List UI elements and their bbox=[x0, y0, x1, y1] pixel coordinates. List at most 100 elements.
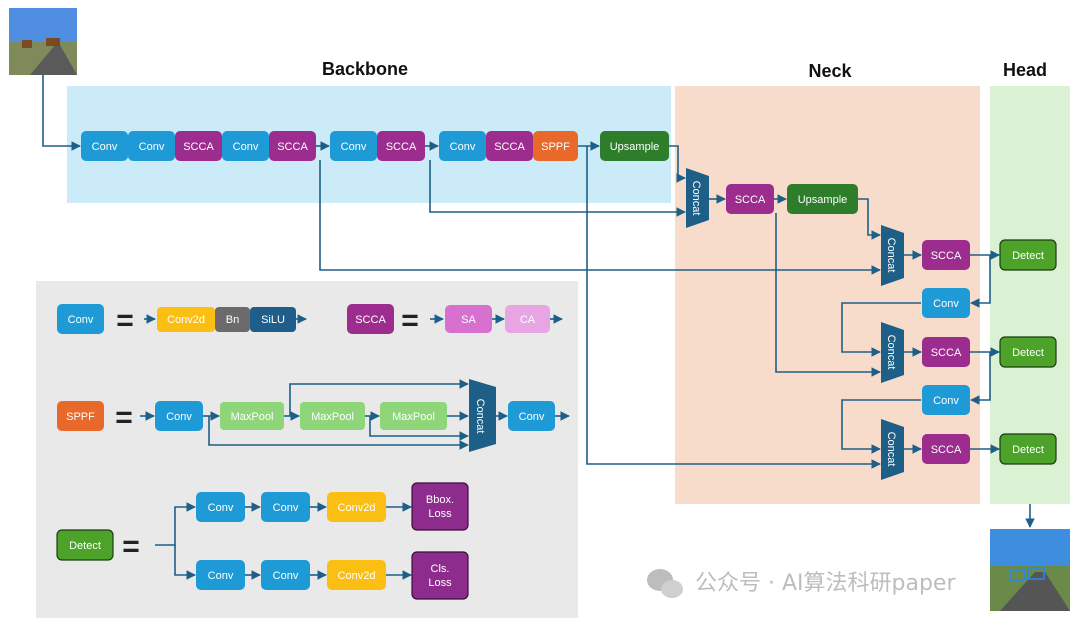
legend-scca-row: SCCA = SA CA bbox=[347, 304, 550, 337]
svg-text:SCCA: SCCA bbox=[931, 250, 962, 262]
svg-text:Concat: Concat bbox=[885, 238, 897, 273]
legend-detect-row: Detect = Conv Conv Conv2d Bbox. Loss Conv… bbox=[56, 482, 469, 600]
backbone-scca-4: SCCA bbox=[486, 131, 533, 161]
neck-concat-2: Concat bbox=[881, 225, 904, 286]
legend-scca: SCCA bbox=[347, 304, 394, 334]
svg-text:Conv: Conv bbox=[166, 411, 192, 423]
head-blocks: Detect Detect Detect bbox=[999, 239, 1057, 465]
svg-text:SiLU: SiLU bbox=[261, 314, 285, 326]
watermark: 公众号 · AI算法科研paper bbox=[647, 569, 956, 598]
svg-text:Conv2d: Conv2d bbox=[338, 502, 376, 514]
head-detect-2: Detect bbox=[999, 336, 1057, 368]
svg-text:Conv: Conv bbox=[139, 141, 165, 153]
neck-conv-2: Conv bbox=[922, 385, 970, 415]
svg-text:Conv: Conv bbox=[208, 570, 234, 582]
neck-concat-1: Concat bbox=[686, 168, 709, 228]
backbone-conv-4: Conv bbox=[330, 131, 377, 161]
head-detect-3: Detect bbox=[999, 433, 1057, 465]
connectors bbox=[42, 75, 1035, 580]
neck-blocks: Concat SCCA Upsample Concat SCCA Conv Co… bbox=[686, 168, 970, 480]
backbone-scca-3: SCCA bbox=[377, 131, 425, 161]
neck-scca-2: SCCA bbox=[922, 240, 970, 270]
svg-text:Conv: Conv bbox=[273, 502, 299, 514]
svg-text:Conv: Conv bbox=[233, 141, 259, 153]
svg-text:Detect: Detect bbox=[1012, 347, 1044, 359]
svg-text:Detect: Detect bbox=[1012, 444, 1044, 456]
backbone-conv-1: Conv bbox=[81, 131, 128, 161]
input-image bbox=[9, 8, 77, 75]
svg-text:Bbox.: Bbox. bbox=[426, 494, 454, 506]
legend-maxpool-3: MaxPool bbox=[380, 402, 447, 430]
svg-text:Conv: Conv bbox=[933, 395, 959, 407]
legend-concat: Concat bbox=[469, 379, 496, 452]
legend-detect-conv-1: Conv bbox=[196, 492, 245, 522]
svg-text:公众号 · AI算法科研paper: 公众号 · AI算法科研paper bbox=[695, 571, 956, 596]
legend-detect-conv-4: Conv bbox=[261, 560, 310, 590]
svg-text:Loss: Loss bbox=[428, 577, 452, 589]
svg-text:Conv: Conv bbox=[341, 141, 367, 153]
svg-text:SCCA: SCCA bbox=[931, 347, 962, 359]
legend-conv-row: Conv = Conv2d Bn SiLU bbox=[57, 304, 296, 337]
svg-text:SCCA: SCCA bbox=[494, 141, 525, 153]
svg-text:SPPF: SPPF bbox=[541, 141, 570, 153]
legend-silu: SiLU bbox=[250, 307, 296, 332]
svg-text:Concat: Concat bbox=[690, 181, 702, 216]
svg-text:Concat: Concat bbox=[885, 335, 897, 370]
legend-detect-conv-2: Conv bbox=[261, 492, 310, 522]
svg-text:SCCA: SCCA bbox=[355, 314, 386, 326]
backbone-title: Backbone bbox=[322, 59, 408, 79]
legend-cls-loss: Cls. Loss bbox=[411, 551, 469, 600]
backbone-conv-3: Conv bbox=[222, 131, 269, 161]
legend-sppf: SPPF bbox=[57, 401, 104, 431]
svg-text:CA: CA bbox=[520, 314, 536, 326]
equals-sign: = bbox=[115, 401, 133, 434]
neck-concat-3: Concat bbox=[881, 322, 904, 383]
equals-sign: = bbox=[122, 530, 140, 563]
neck-scca-1: SCCA bbox=[726, 184, 774, 214]
svg-text:SCCA: SCCA bbox=[931, 444, 962, 456]
svg-text:MaxPool: MaxPool bbox=[392, 411, 435, 423]
neck-concat-4: Concat bbox=[881, 419, 904, 480]
wechat-icon bbox=[647, 569, 683, 598]
svg-text:SA: SA bbox=[461, 314, 476, 326]
legend-detect-conv2d-1: Conv2d bbox=[327, 492, 386, 522]
svg-text:Bn: Bn bbox=[226, 314, 239, 326]
legend-ca: CA bbox=[505, 305, 550, 333]
svg-text:MaxPool: MaxPool bbox=[311, 411, 354, 423]
svg-text:Conv: Conv bbox=[933, 298, 959, 310]
legend-sppf-conv-out: Conv bbox=[508, 401, 555, 431]
legend-maxpool-1: MaxPool bbox=[220, 402, 284, 430]
legend-sppf-row: SPPF = Conv MaxPool MaxPool MaxPool Conc… bbox=[57, 379, 555, 452]
svg-text:Upsample: Upsample bbox=[610, 141, 660, 153]
head-title: Head bbox=[1003, 60, 1047, 80]
backbone-blocks: Conv Conv SCCA Conv SCCA Conv SCCA Conv … bbox=[81, 131, 669, 161]
svg-text:SCCA: SCCA bbox=[183, 141, 214, 153]
neck-scca-3: SCCA bbox=[922, 337, 970, 367]
svg-text:Concat: Concat bbox=[885, 432, 897, 467]
svg-text:Loss: Loss bbox=[428, 508, 452, 520]
svg-text:Conv: Conv bbox=[208, 502, 234, 514]
backbone-upsample: Upsample bbox=[600, 131, 669, 161]
neck-title: Neck bbox=[808, 61, 852, 81]
svg-text:Conv: Conv bbox=[273, 570, 299, 582]
backbone-conv-5: Conv bbox=[439, 131, 486, 161]
legend-bn: Bn bbox=[215, 307, 250, 332]
output-image bbox=[990, 529, 1070, 611]
legend-sa: SA bbox=[445, 305, 492, 333]
legend-bbox-loss: Bbox. Loss bbox=[411, 482, 469, 531]
head-detect-1: Detect bbox=[999, 239, 1057, 271]
backbone-conv-2: Conv bbox=[128, 131, 175, 161]
svg-text:Conv: Conv bbox=[92, 141, 118, 153]
legend-maxpool-2: MaxPool bbox=[300, 402, 365, 430]
svg-text:Cls.: Cls. bbox=[431, 563, 450, 575]
svg-text:SPPF: SPPF bbox=[66, 411, 95, 423]
svg-text:Conv: Conv bbox=[68, 314, 94, 326]
svg-text:Conv2d: Conv2d bbox=[338, 570, 376, 582]
neck-conv-1: Conv bbox=[922, 288, 970, 318]
svg-text:SCCA: SCCA bbox=[735, 194, 766, 206]
legend-detect: Detect bbox=[56, 529, 114, 561]
backbone-scca-2: SCCA bbox=[269, 131, 316, 161]
neck-scca-4: SCCA bbox=[922, 434, 970, 464]
backbone-sppf: SPPF bbox=[533, 131, 578, 161]
